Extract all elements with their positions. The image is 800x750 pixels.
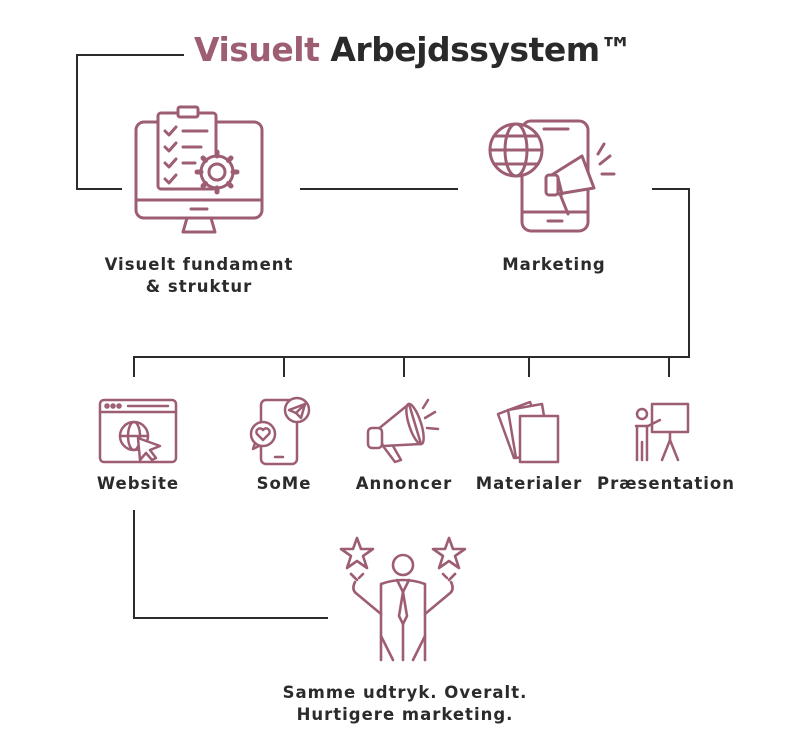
marketing-label: Marketing [502,255,606,274]
documents-icon [494,398,564,464]
node-label-marketing: Marketing [454,254,654,276]
connector-marketing-to-channels [133,188,690,377]
result-line-2: Hurtigere marketing. [296,705,514,724]
node-label-fundament: Visuelt fundament & struktur [99,254,299,298]
browser-globe-cursor-icon [98,398,178,464]
result-line-1: Samme udtryk. Overalt. [282,683,528,702]
node-label-website: Website [78,473,198,495]
monitor-checklist-icon [133,104,265,236]
website-label: Website [96,474,180,493]
fundament-line-2: & struktur [145,277,253,296]
node-label-praesentation: Præsentation [591,473,741,495]
phone-globe-megaphone-icon [488,118,620,236]
node-label-annoncer: Annoncer [344,473,464,495]
phone-heart-paperplane-icon [245,396,317,466]
presenter-board-icon [634,402,692,462]
person-cheering-stars-icon [337,536,469,662]
connector-website-to-result [133,510,328,619]
node-label-some: SoMe [224,473,344,495]
megaphone-icon [365,398,440,464]
praesentation-label: Præsentation [597,474,735,493]
annoncer-label: Annoncer [355,474,453,493]
fundament-line-1: Visuelt fundament [104,255,294,274]
result-caption: Samme udtryk. Overalt. Hurtigere marketi… [255,682,555,726]
materialer-label: Materialer [475,474,583,493]
some-label: SoMe [256,474,312,493]
node-label-materialer: Materialer [469,473,589,495]
title-main: Arbejdssystem™ [330,30,633,69]
diagram-title: Visuelt Arbejdssystem™ [194,30,633,69]
title-accent: Visuelt [194,30,320,69]
connector-title-to-fundament [76,54,184,190]
